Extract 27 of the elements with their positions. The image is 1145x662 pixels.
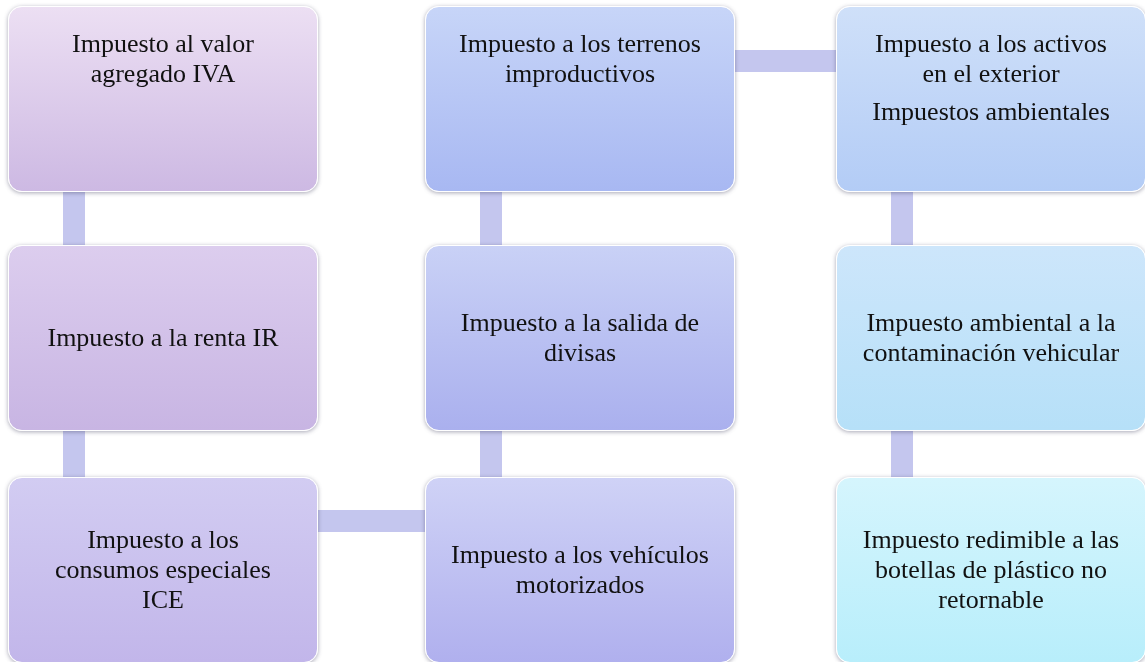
- tax-box: [836, 6, 1145, 192]
- connector-bar: [318, 510, 425, 532]
- tax-box: [8, 245, 318, 431]
- box-label: Impuesto redimible a las botellas de plástico no retornable: [861, 525, 1121, 615]
- box-label: Impuesto a la renta IR: [47, 323, 279, 353]
- tax-box: [8, 477, 318, 662]
- box-label: Impuesto a los vehículos motorizados: [450, 540, 710, 600]
- tax-box: [836, 477, 1145, 662]
- connector-bar: [891, 192, 913, 245]
- tax-box: [8, 6, 318, 192]
- connector-bar: [735, 50, 836, 72]
- tax-box: [425, 245, 735, 431]
- connector-bar: [891, 431, 913, 477]
- connector-bar: [480, 192, 502, 245]
- connector-bar: [63, 431, 85, 477]
- box-label: Impuesto a los activos en el exterior: [874, 29, 1108, 89]
- box-label: Impuesto ambiental a la contaminación vehicular: [861, 308, 1121, 368]
- box-label: Impuesto a la salida de divisas: [459, 308, 701, 368]
- tax-box: [425, 6, 735, 192]
- box-label: Impuesto a los terrenos improductivos: [458, 29, 702, 89]
- tax-box: [425, 477, 735, 662]
- connector-bar: [63, 192, 85, 245]
- box-label: Impuesto a los consumos especiales ICE: [54, 525, 272, 615]
- connector-bar: [480, 431, 502, 477]
- box-label: Impuesto al valor agregado IVA: [71, 29, 255, 89]
- box-label: Impuestos ambientales: [872, 96, 1110, 127]
- tax-box: [836, 245, 1145, 431]
